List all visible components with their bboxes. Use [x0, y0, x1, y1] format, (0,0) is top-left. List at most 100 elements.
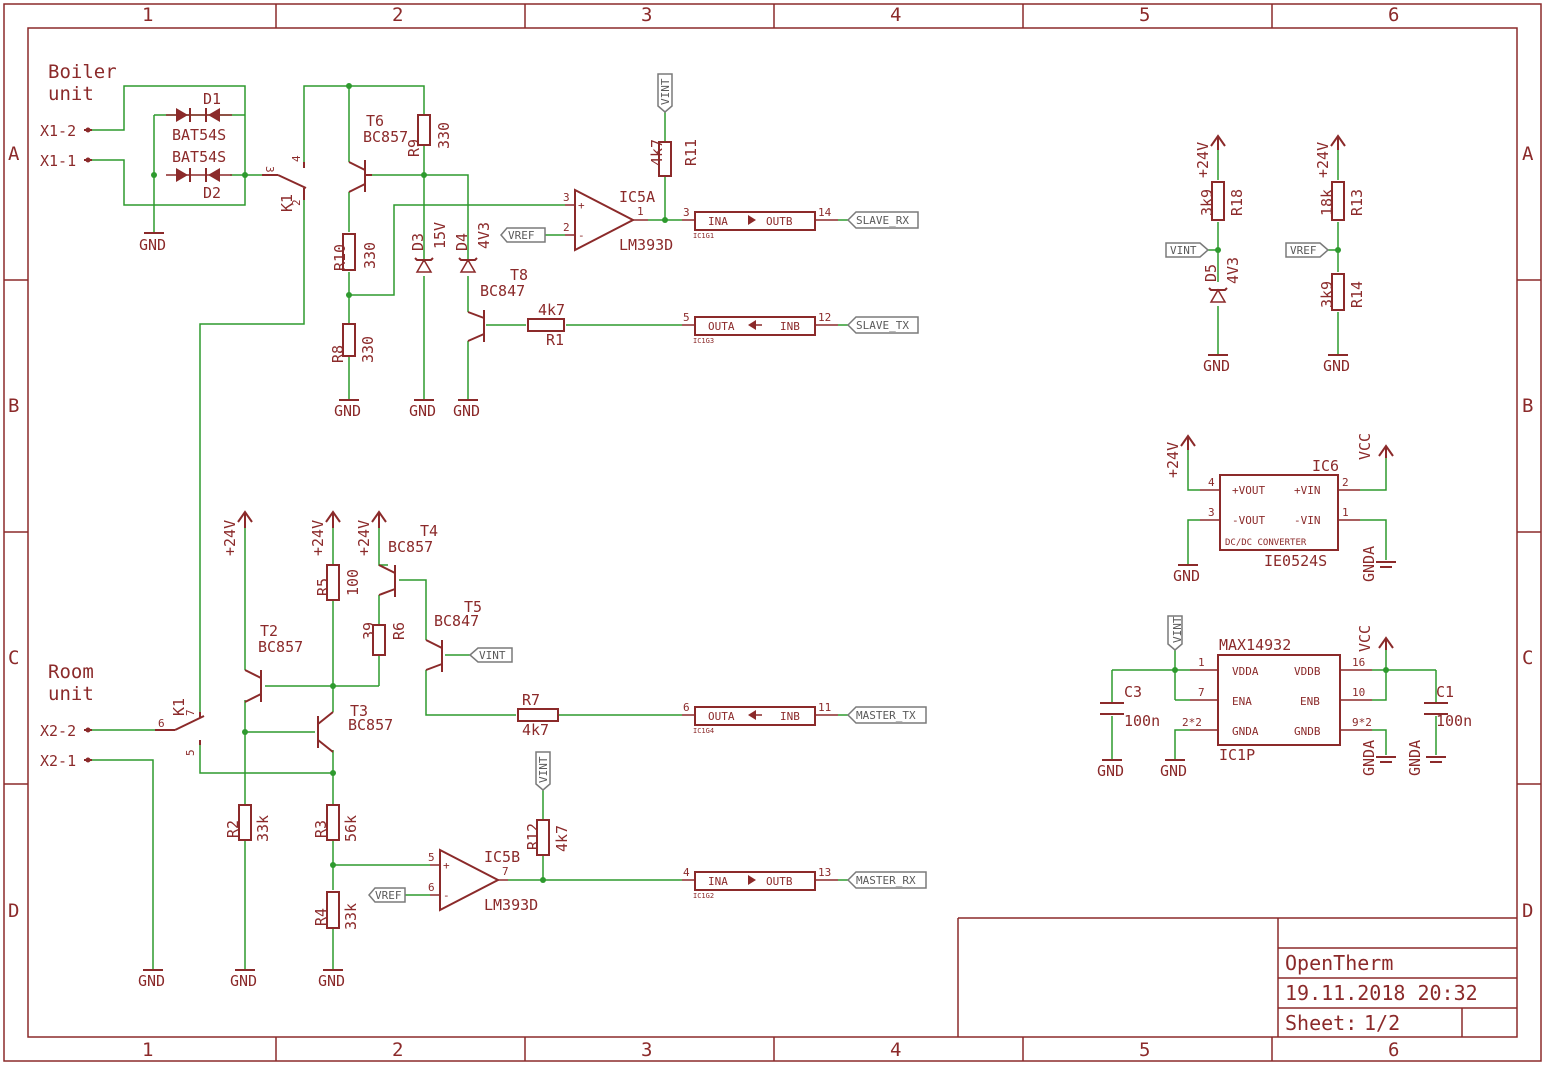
resistor-r1-value: 4k7 — [538, 301, 565, 319]
resistor-r11-name: R11 — [682, 139, 700, 166]
resistor-r12: R12 4k7 — [524, 819, 571, 856]
comparator-ic5a-value: LM393D — [619, 236, 673, 254]
gnd-symbols-top: GND GND GND GND — [139, 232, 480, 420]
net-label-vint-t5: VINT — [468, 647, 513, 663]
connector-x2: X2-2 X2-1 — [40, 722, 92, 770]
resistor-r4-value: 33k — [342, 903, 360, 930]
relay-k1-contact-a: 3 4 2 K1 — [262, 155, 307, 212]
room-unit-line2: unit — [48, 683, 94, 705]
supply-24v-t2: +24V — [221, 510, 253, 556]
connector-x1: X1-2 X1-1 — [40, 122, 92, 170]
comparator-ic5a-pin1: 1 — [637, 205, 644, 218]
sheet-value: 1/2 — [1364, 1011, 1400, 1035]
sheet-label: Sheet: — [1285, 1011, 1357, 1035]
net-label-vint-r11: VINT — [657, 73, 673, 113]
gate-ic1g3-name: IC1G3 — [693, 337, 714, 345]
transistor-t5-value: BC847 — [434, 612, 479, 630]
isolator-gate-ic1g1: INA OUTB IC1G1 3 14 — [682, 206, 838, 240]
gate-ic1g3-pin5: 5 — [683, 311, 690, 324]
gnd-label-x2: GND — [138, 972, 165, 990]
ic1p-num-7: 7 — [1198, 686, 1205, 699]
isolator-ic1p: VDDA VDDB ENA ENB GNDA GNDB MAX14932 IC1… — [1182, 636, 1372, 764]
diode-d1: D1 BAT54S — [166, 90, 232, 144]
supply-vcc-ic1p: VCC — [1356, 625, 1394, 652]
connector-x2-1-label: X2-1 — [40, 752, 76, 770]
net-label-vref-ref: VREF — [1285, 242, 1330, 258]
gate-ic1g3-pin12: 12 — [818, 311, 831, 324]
net-label-vref-ref-text: VREF — [1290, 244, 1317, 257]
sheet-frame: 1 2 3 4 5 6 1 2 3 4 5 6 A B C D A B C D — [3, 3, 1542, 1062]
gate-ic1g4-pin6: 6 — [683, 701, 690, 714]
gate-ic1g2-pin4: 4 — [683, 866, 690, 879]
gnd-label-c3: GND — [1097, 762, 1124, 780]
resistor-r8-value: 330 — [359, 336, 377, 363]
gate-ic1g4-pin11: 11 — [818, 701, 831, 714]
resistor-r4: R4 33k — [312, 891, 360, 930]
diode-d2-name: D2 — [203, 184, 221, 202]
dcdc-pin-vout-n: -VOUT — [1232, 514, 1265, 527]
diode-d1-value: BAT54S — [172, 126, 226, 144]
dcdc-num-4: 4 — [1208, 476, 1215, 489]
transistor-t6: T6 BC857 — [348, 112, 408, 193]
resistor-r2-name: R2 — [224, 820, 242, 838]
relay-k1-pin2: 2 — [290, 199, 303, 206]
diode-d2-value: BAT54S — [172, 148, 226, 166]
col-label-bottom-1: 1 — [142, 1039, 153, 1061]
zener-d5-name: D5 — [1202, 264, 1220, 282]
wires — [92, 85, 1437, 970]
resistor-r11-value: 4k7 — [648, 139, 666, 166]
comparator-ic5a: + - 3 2 1 IC5A LM393D — [563, 188, 673, 254]
supply-24v-r13: +24V — [1314, 134, 1346, 178]
comparator-ic5a-pin3: 3 — [563, 191, 570, 204]
supply-24v-t4: +24V — [355, 510, 387, 556]
net-label-vref-ic5b-text: VREF — [375, 889, 402, 902]
row-label-right-a: A — [1522, 143, 1534, 165]
transistor-t2: T2 BC857 — [244, 622, 303, 703]
dcdc-pin-vin-p: +VIN — [1294, 484, 1321, 497]
capacitor-c1: C1 100n — [1424, 683, 1472, 730]
ic1p-num-16: 16 — [1352, 656, 1365, 669]
column-dividers — [4, 4, 1541, 1061]
dcdc-num-2: 2 — [1342, 476, 1349, 489]
supply-24v-t4-label: +24V — [355, 520, 373, 556]
title-text: OpenTherm — [1285, 951, 1393, 975]
gate-ic1g1-pin3: 3 — [683, 206, 690, 219]
col-label-top-1: 1 — [142, 4, 153, 26]
gnda-ic1p: GNDA — [1360, 740, 1396, 776]
resistor-r14-name: R14 — [1348, 281, 1366, 308]
resistor-r7: R7 4k7 — [517, 691, 559, 739]
zener-d5: D5 4V3 — [1202, 257, 1242, 303]
col-label-bottom-6: 6 — [1388, 1039, 1399, 1061]
gnd-ic1p: GND — [1160, 759, 1187, 780]
resistor-r18-value: 3k9 — [1198, 189, 1216, 216]
relay-k1-pin5: 5 — [184, 749, 197, 756]
resistor-r5-name: R5 — [314, 578, 332, 596]
resistor-r9-name: R9 — [405, 139, 423, 157]
gnd-label-d3: GND — [409, 402, 436, 420]
resistor-r3-value: 56k — [342, 815, 360, 842]
transistor-t8: T8 BC847 — [467, 266, 528, 342]
zener-d4: D4 4V3 — [453, 222, 493, 273]
capacitor-c3-value: 100n — [1124, 712, 1160, 730]
gnd-label-ic1p: GND — [1160, 762, 1187, 780]
resistor-r10-name: R10 — [331, 244, 349, 271]
date-text: 19.11.2018 20:32 — [1285, 981, 1478, 1005]
resistor-r5-value: 100 — [344, 569, 362, 596]
gnda-ic6: GNDA — [1360, 546, 1396, 582]
boiler-unit-label: Boiler unit — [48, 61, 117, 105]
transistor-t5-name: T5 — [464, 598, 482, 616]
supply-vcc-ic6-label: VCC — [1356, 433, 1374, 460]
resistor-r9: R9 330 — [405, 114, 453, 157]
gate-ic1g4-outa: OUTA — [708, 710, 735, 723]
ic1p-pin-vdda: VDDA — [1232, 665, 1259, 678]
supply-vcc-ic6: VCC — [1356, 433, 1394, 460]
ic1p-num-9x2: 9*2 — [1352, 716, 1372, 729]
gnd-symbols-bottom: GND GND GND — [138, 969, 345, 990]
resistor-r7-name: R7 — [522, 691, 540, 709]
resistor-r3: R3 56k — [312, 804, 360, 842]
supply-24v-ic6-label: +24V — [1164, 442, 1182, 478]
ic1p-pin-gndb: GNDB — [1294, 725, 1321, 738]
gate-ic1g3-inb: INB — [780, 320, 800, 333]
net-label-vref-ic5a: VREF — [500, 227, 546, 243]
comparator-ic5b-plus: + — [443, 859, 450, 872]
